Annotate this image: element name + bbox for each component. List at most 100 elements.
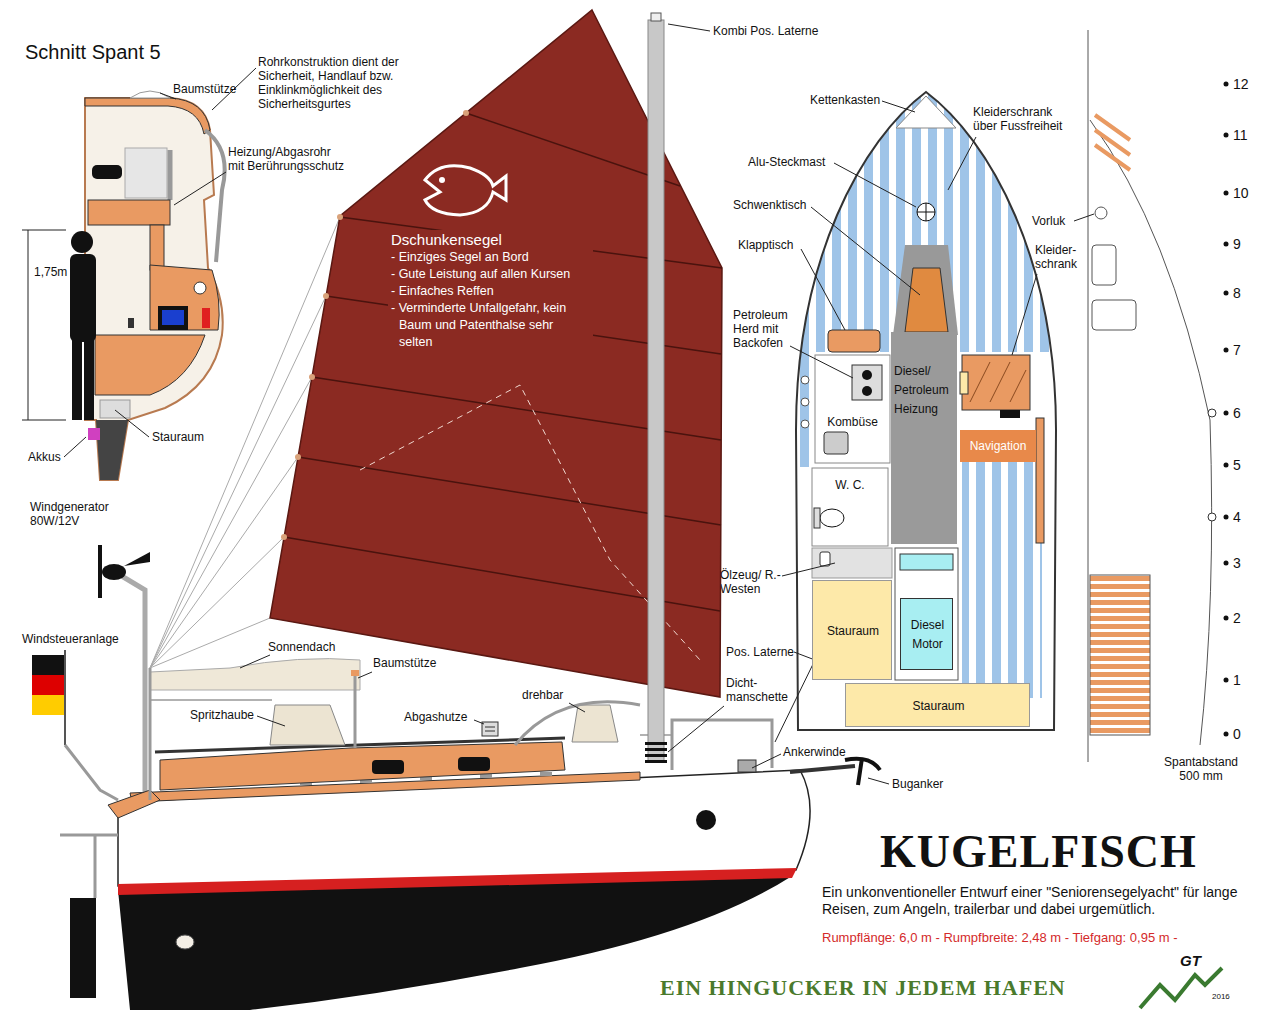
hull-plan — [852, 365, 882, 400]
hull-side — [60, 659, 880, 1010]
person-silhouette — [70, 254, 96, 342]
leader-line — [240, 655, 270, 668]
frame-dots — [1224, 191, 1229, 196]
part-label: Abgashutze — [404, 710, 467, 724]
hull-side — [70, 898, 96, 998]
part-label: Ölzeug/ R.-Westen — [720, 568, 790, 596]
leader-line — [752, 754, 781, 768]
section-view — [96, 420, 128, 480]
hull-side — [150, 699, 272, 701]
mast-lantern — [651, 13, 661, 21]
leader-line — [64, 437, 86, 457]
node-text: W. C. — [815, 476, 885, 495]
hull-plan — [801, 420, 809, 428]
german-flag — [32, 675, 64, 695]
hull-side — [155, 738, 565, 752]
elevation-view — [1088, 30, 1216, 762]
hull-plan — [824, 432, 848, 454]
bullet-text: - Verminderte Unfallgefahr, kein Baum un… — [391, 300, 590, 351]
batten-end — [309, 374, 315, 380]
leader-line — [257, 716, 285, 726]
part-label: Alu-Steckmast — [748, 155, 825, 169]
frame-dots — [1224, 616, 1229, 621]
part-label: Baumstütze — [173, 82, 236, 96]
bullet-text: - Einfaches Reffen — [391, 283, 590, 300]
boat-title: KUGELFISCH — [880, 826, 1197, 878]
part-label: drehbar — [522, 688, 563, 702]
elevation-view — [1088, 30, 1089, 762]
design-caption: Ein unkonventioneller Entwurf einer "Sen… — [822, 884, 1267, 918]
part-label: Rohrkonstruktion dient der Sicherheit, H… — [258, 55, 430, 111]
section-view — [88, 200, 170, 225]
section-view — [128, 318, 134, 328]
frame-number: 11 — [1233, 127, 1248, 144]
leader-line — [834, 163, 916, 207]
section-view — [95, 335, 205, 395]
mast-boot — [645, 760, 667, 763]
leader-line — [174, 172, 226, 205]
hull-side — [572, 705, 618, 742]
elevation-view — [1092, 300, 1136, 330]
part-label: Kombi Pos. Laterne — [713, 24, 818, 38]
wind-generator — [98, 545, 102, 598]
frame-number: 0 — [1233, 726, 1241, 743]
elevation-view — [1095, 207, 1107, 219]
frame-dots — [1224, 732, 1229, 737]
hull-plan — [812, 548, 892, 578]
hull-side — [149, 668, 152, 800]
hull-plan — [1000, 410, 1020, 418]
hull-plan — [820, 552, 830, 566]
frame-number: 10 — [1233, 185, 1249, 202]
hull-plan — [862, 386, 872, 396]
section-title: Schnitt Spant 5 — [25, 40, 161, 64]
hull-plan — [790, 90, 1060, 698]
hull-side — [672, 720, 772, 770]
leader-line — [811, 207, 920, 295]
logo-text: GT — [1180, 952, 1201, 970]
frame-number: 1 — [1233, 672, 1241, 689]
leader-line — [1012, 274, 1037, 355]
frame-number: 7 — [1233, 342, 1241, 359]
sheet-lines — [150, 537, 284, 668]
hull-side — [372, 760, 404, 774]
frame-dots — [1224, 82, 1229, 737]
bullet-text: - Gute Leistung auf allen Kursen — [391, 266, 590, 283]
wind-generator — [100, 545, 150, 800]
hull-side — [354, 676, 357, 748]
section-view — [85, 91, 225, 480]
hull-plan — [895, 548, 958, 680]
part-label: Baumstütze — [373, 656, 436, 670]
heater-band: Diesel/ Petroleum Heizung — [891, 332, 957, 544]
hull-side — [150, 659, 360, 690]
hull-plan — [862, 370, 872, 380]
mast-boot — [645, 742, 667, 745]
galley-box: Kombüse — [815, 355, 890, 463]
text-block: Navigation — [960, 437, 1036, 456]
hull-plan — [820, 509, 844, 527]
section-view — [88, 428, 100, 440]
sheet-lines — [150, 457, 298, 668]
frame-dots — [1224, 678, 1229, 683]
text-block: W. C. — [812, 476, 888, 495]
hull-side — [118, 868, 797, 895]
storage-box: Stauraum — [812, 580, 892, 680]
batten-end — [323, 293, 329, 299]
hull-plan — [801, 398, 809, 406]
leader-line — [668, 24, 710, 31]
leader-line — [1074, 214, 1094, 221]
leader-line — [115, 410, 149, 437]
gt-logo — [1140, 968, 1222, 1008]
dimension-label: Rumpflänge: 6,0 m - Rumpfbreite: 2,48 m … — [822, 930, 1178, 946]
part-label: Windsteueranlage — [22, 632, 119, 646]
node-text: Stauraum — [816, 622, 890, 641]
part-label: Akkus — [28, 450, 61, 464]
german-flag — [65, 745, 118, 800]
mast — [648, 20, 664, 762]
section-view — [125, 148, 167, 198]
section-view — [85, 98, 223, 480]
hull-plan — [962, 462, 1042, 698]
part-label: Schwenktisch — [733, 198, 806, 212]
frame-dots — [1224, 348, 1229, 353]
wind-generator — [120, 575, 145, 800]
leader-line — [882, 101, 915, 112]
